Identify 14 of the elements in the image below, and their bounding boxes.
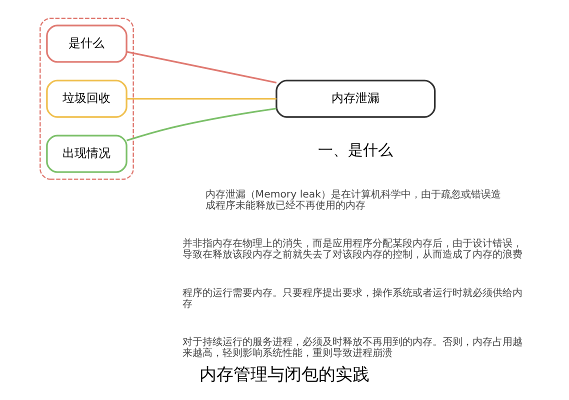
connector <box>126 50 277 84</box>
label: 对于持续运行的服务进程，必须及时释放不再用到的内存。否则，内存占用越来越高，轻则影响系统性能，重则导致进程崩溃 <box>182 336 522 359</box>
label: 内存泄漏（Memory leak）是在计算机科学中，由于疏忽或错误造成程序未能释放已经不再使用的内存 <box>205 190 502 212</box>
connector <box>126 108 276 142</box>
cluster <box>40 18 134 180</box>
connector <box>126 98 276 100</box>
label: 一、是什么 <box>318 141 394 160</box>
node-box: 出现情况 <box>46 134 128 173</box>
label: 程序的运行需要内存。只要程序提出要求，操作系统或者运行时就必须供给内存 <box>182 288 522 310</box>
node-box: 是什么 <box>46 24 128 63</box>
label: 并非指内存在物理上的消失，而是应用程序分配某段内存后，由于设计错误，导致在释放该段内存之前就失去了对该段内存的控制，从而造成了内存的浪费 <box>182 238 522 261</box>
node-box: 内存泄漏 <box>276 80 436 118</box>
node-box: 垃圾回收 <box>46 80 128 118</box>
diagram-title: 内存管理与闭包的实践 <box>200 364 370 384</box>
